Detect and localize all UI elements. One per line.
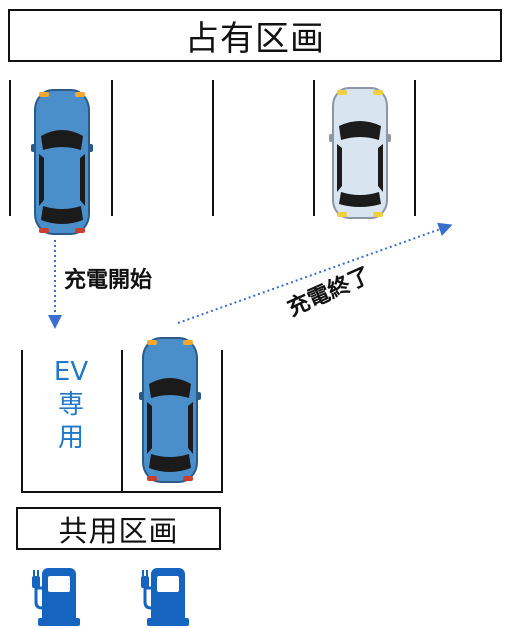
ev-charger-icon bbox=[139, 566, 191, 628]
occupied-parking-lines bbox=[9, 80, 416, 216]
occupied-area-title: 占有区画 bbox=[185, 19, 325, 59]
shared-area-banner: 共用区画 bbox=[16, 507, 221, 550]
white-car-icon bbox=[328, 87, 392, 219]
ev-spot-label-line1: EV bbox=[53, 357, 89, 387]
occupied-area-banner: 占有区画 bbox=[8, 9, 502, 62]
shared-area-title: 共用区画 bbox=[58, 513, 179, 548]
ev-spot-label-line2: 専 bbox=[57, 390, 84, 420]
blue-car-icon bbox=[138, 337, 202, 483]
blue-car-icon bbox=[30, 89, 94, 235]
ev-spot-label-line3: 用 bbox=[57, 423, 84, 453]
shared-parking-lines bbox=[21, 350, 223, 493]
ev-charger-icon bbox=[30, 566, 82, 628]
charge-start-label: 充電開始 bbox=[64, 268, 153, 293]
